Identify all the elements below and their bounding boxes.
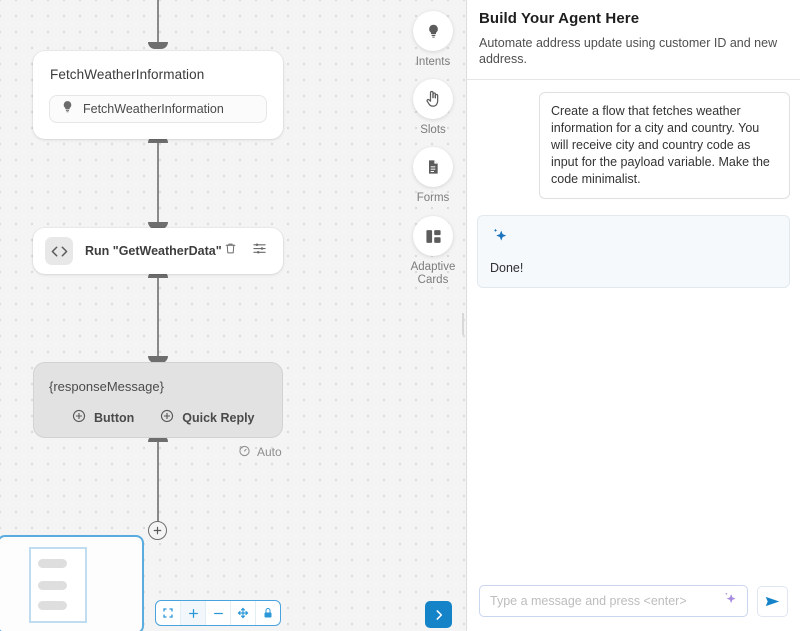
- page-subtitle: Automate address update using customer I…: [479, 36, 778, 66]
- add-node-button[interactable]: [148, 521, 167, 540]
- fit-screen-icon[interactable]: [156, 601, 181, 625]
- auto-tag: Auto: [238, 444, 282, 460]
- chat-message-text: Done!: [490, 261, 524, 275]
- chat-message-assistant: Done!: [477, 215, 790, 288]
- hand-pointer-icon: [413, 79, 453, 119]
- connector-line: [157, 139, 159, 229]
- add-quick-reply-label: Quick Reply: [182, 410, 255, 425]
- node-title: FetchWeatherInformation: [50, 67, 205, 82]
- tool-label: Intents: [415, 56, 451, 68]
- tool-forms[interactable]: Forms: [400, 147, 466, 205]
- sparkle-icon[interactable]: [721, 590, 739, 613]
- chat-input-wrapper[interactable]: [479, 585, 748, 617]
- add-button-action[interactable]: Button: [72, 409, 134, 426]
- connector-line: [157, 438, 159, 522]
- settings-sliders-icon[interactable]: [252, 241, 267, 261]
- connector-cap: [148, 222, 168, 229]
- intent-slot-chip[interactable]: FetchWeatherInformation: [49, 95, 267, 123]
- panel-header: Build Your Agent Here Automate address u…: [467, 0, 800, 80]
- move-arrows-icon[interactable]: [231, 601, 256, 625]
- flow-canvas[interactable]: FetchWeatherInformation FetchWeatherInfo…: [0, 0, 466, 631]
- tool-label: Slots: [420, 124, 446, 136]
- auto-tag-label: Auto: [257, 445, 282, 459]
- connector-cap: [148, 271, 168, 278]
- node-code-run[interactable]: Run "GetWeatherData": [33, 228, 283, 274]
- minimap-node: [38, 601, 67, 610]
- tool-rail: Intents Slots: [400, 0, 466, 631]
- connector-line: [157, 274, 159, 363]
- tool-slots[interactable]: Slots: [400, 79, 466, 137]
- lightbulb-icon: [413, 11, 453, 51]
- connector-cap: [148, 435, 168, 442]
- timer-icon: [238, 444, 251, 460]
- minimap-viewport: [29, 547, 87, 623]
- sparkle-icon: [490, 228, 510, 250]
- add-button-label: Button: [94, 410, 135, 425]
- minimap-node: [38, 581, 67, 590]
- connector-line: [157, 0, 159, 44]
- message-list: Create a flow that fetches weather infor…: [467, 80, 800, 575]
- lock-icon[interactable]: [256, 601, 280, 625]
- agent-builder-panel: Build Your Agent Here Automate address u…: [466, 0, 800, 631]
- document-icon: [413, 147, 453, 187]
- connector-cap: [148, 356, 168, 363]
- chat-input[interactable]: [490, 594, 721, 608]
- add-quick-reply-action[interactable]: Quick Reply: [160, 409, 255, 426]
- connector-cap: [148, 136, 168, 143]
- node-response-message[interactable]: {responseMessage} Button: [33, 362, 283, 438]
- plus-circle-icon: [160, 409, 174, 426]
- lightbulb-icon: [61, 99, 74, 119]
- canvas-controls[interactable]: [155, 600, 281, 626]
- tool-label: Forms: [416, 192, 450, 204]
- minimap-node: [38, 559, 67, 568]
- minimap[interactable]: [0, 535, 144, 631]
- page-title: Build Your Agent Here: [479, 10, 640, 27]
- adaptive-cards-icon: [413, 216, 453, 256]
- send-button[interactable]: [757, 585, 788, 617]
- plus-icon[interactable]: [181, 601, 206, 625]
- delete-icon[interactable]: [224, 241, 237, 261]
- expand-panel-button[interactable]: [425, 601, 452, 628]
- code-brackets-icon: [45, 237, 73, 265]
- intent-slot-label: FetchWeatherInformation: [83, 102, 224, 116]
- code-node-label: Run "GetWeatherData": [85, 244, 222, 258]
- chat-composer: [467, 575, 800, 631]
- chat-message-user: Create a flow that fetches weather infor…: [539, 92, 790, 199]
- node-title: {responseMessage}: [49, 379, 164, 394]
- plus-circle-icon: [72, 409, 86, 426]
- connector-cap: [148, 42, 168, 49]
- tool-intents[interactable]: Intents: [400, 11, 466, 69]
- minus-icon[interactable]: [206, 601, 231, 625]
- node-intent[interactable]: FetchWeatherInformation FetchWeatherInfo…: [33, 51, 283, 139]
